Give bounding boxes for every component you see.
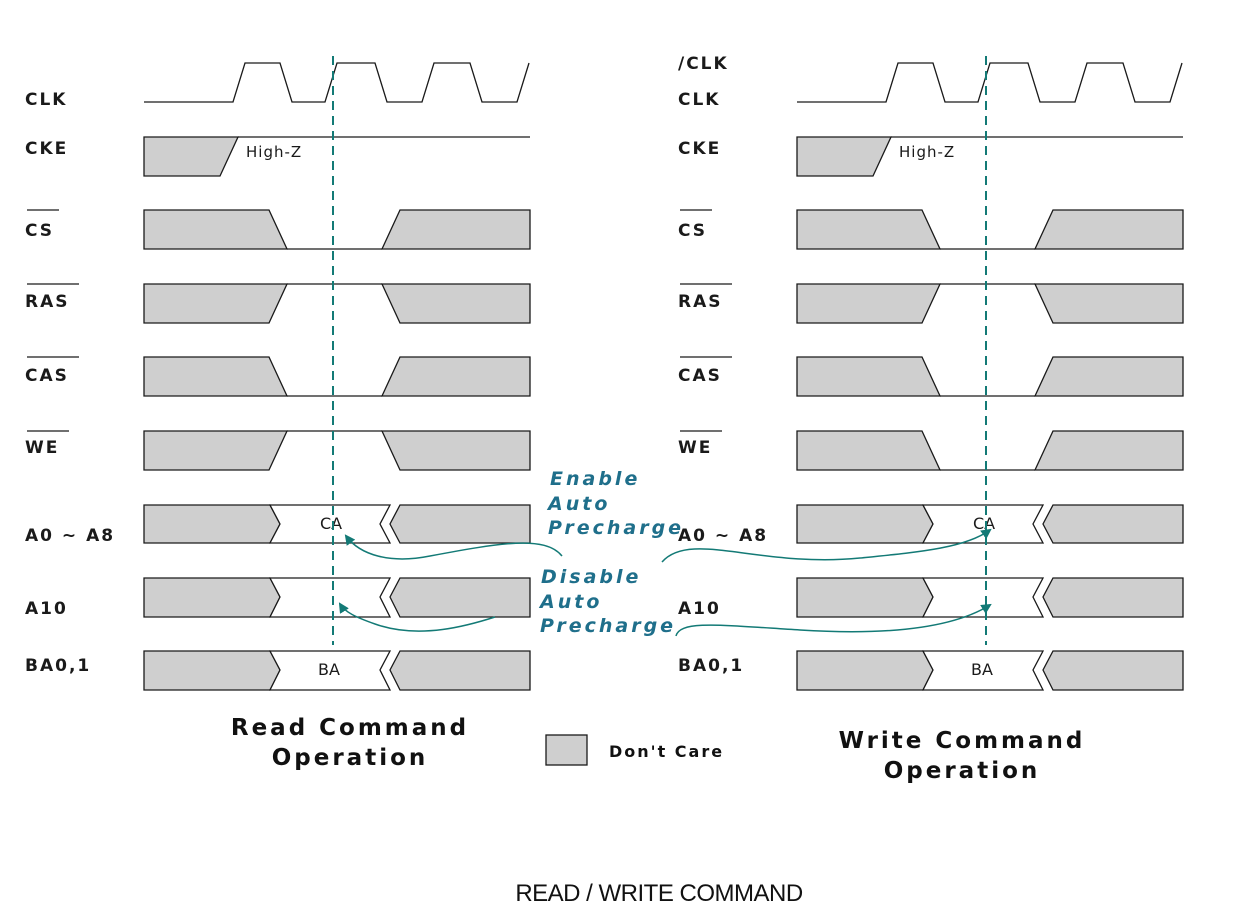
legend: Don't Care — [545, 734, 724, 766]
read-caption-line1: Read Command — [231, 715, 469, 741]
disable-note-line3: Precharge — [540, 615, 676, 637]
signal-label-cas: CAS — [678, 366, 722, 386]
disable-auto-precharge-note: Disable Auto Precharge — [538, 566, 676, 637]
cs-dont-care-left — [143, 209, 289, 250]
we-dont-care-right — [1033, 430, 1184, 471]
cs-dont-care-left — [796, 209, 942, 250]
ba-label-read: BA — [318, 660, 340, 679]
ba-dont-care-right — [1042, 650, 1184, 691]
ras-dont-care-right — [380, 283, 531, 324]
a10-value-cell — [268, 577, 392, 618]
a0-a8-ca-cell — [268, 504, 392, 544]
enable-note-line3: Precharge — [548, 517, 684, 539]
write-caption-line2: Operation — [884, 758, 1041, 784]
signal-label-we: WE — [678, 438, 712, 458]
signal-label-cke: CKE — [678, 139, 721, 159]
high-z-label: High-Z — [899, 143, 955, 161]
cke-dont-care — [143, 136, 240, 177]
signal-label-a0-a8: A0 ~ A8 — [25, 526, 115, 546]
enable-note-line1: Enable — [550, 468, 640, 490]
cas-dont-care-right — [1033, 356, 1184, 397]
ras-dont-care-right — [1033, 283, 1184, 324]
figure-title: READ / WRITE COMMAND — [515, 880, 802, 907]
high-z-label: High-Z — [246, 143, 302, 161]
ba-dont-care-right — [389, 650, 531, 691]
cas-dont-care-right — [380, 356, 531, 397]
disable-note-line1: Disable — [541, 566, 641, 588]
legend-dont-care-swatch — [545, 734, 588, 766]
signal-label-a0-a8: A0 ~ A8 — [678, 526, 768, 546]
a0-a8-dont-care-left — [796, 504, 934, 544]
write-caption-line1: Write Command — [839, 728, 1086, 754]
write-panel: /CLK CLK CKE CS RAS CAS WE A0 ~ A8 A10 B… — [678, 54, 1184, 784]
signal-label-ba: BA0,1 — [25, 656, 91, 676]
read-panel: CLK CKE CS RAS CAS WE A0 ~ A8 A10 BA0,1 … — [25, 56, 531, 771]
ba-label-write: BA — [971, 660, 993, 679]
signal-label-clk: CLK — [25, 90, 67, 110]
disable-arrow-to-read-a10 — [338, 602, 496, 632]
signal-label-cs: CS — [25, 221, 54, 241]
ba-dont-care-left — [143, 650, 281, 691]
ba-value-cell — [268, 650, 392, 691]
disable-arrow-to-write-a10 — [675, 603, 992, 637]
cas-dont-care-left — [796, 356, 942, 397]
cke-dont-care — [796, 136, 893, 177]
signal-label-cs: CS — [678, 221, 707, 241]
ba-dont-care-left — [796, 650, 934, 691]
signal-label-cas: CAS — [25, 366, 69, 386]
ras-dont-care-left — [796, 283, 942, 324]
signal-label-clk-bar: /CLK — [678, 54, 729, 74]
enable-note-line2: Auto — [546, 493, 610, 515]
signal-label-cke: CKE — [25, 139, 68, 159]
we-dont-care-left — [796, 430, 942, 471]
signal-label-clk: CLK — [678, 90, 720, 110]
a0-a8-dont-care-right — [389, 504, 531, 544]
a10-dont-care-right — [1042, 577, 1184, 618]
signal-label-we: WE — [25, 438, 59, 458]
ca-label-write: CA — [973, 514, 995, 533]
cs-dont-care-right — [380, 209, 531, 250]
clk-waveform — [144, 62, 530, 103]
ras-dont-care-left — [143, 283, 289, 324]
we-dont-care-left — [143, 430, 289, 471]
a10-dont-care-right — [389, 577, 531, 618]
cas-dont-care-left — [143, 356, 289, 397]
signal-label-ras: RAS — [678, 292, 723, 312]
read-caption-line2: Operation — [272, 745, 429, 771]
ca-label-read: CA — [320, 514, 342, 533]
signal-label-ras: RAS — [25, 292, 70, 312]
cs-dont-care-right — [1033, 209, 1184, 250]
enable-arrow-to-write-a0 — [661, 528, 992, 563]
legend-label: Don't Care — [609, 742, 724, 761]
we-dont-care-right — [380, 430, 531, 471]
clk-waveform — [797, 62, 1183, 103]
a10-dont-care-left — [796, 577, 934, 618]
signal-label-ba: BA0,1 — [678, 656, 744, 676]
a10-value-cell — [921, 577, 1045, 618]
signal-label-a10: A10 — [678, 599, 721, 619]
a0-a8-dont-care-left — [143, 504, 281, 544]
enable-auto-precharge-note: Enable Auto Precharge — [546, 468, 684, 539]
enable-arrow-to-read-a0 — [344, 534, 563, 560]
a0-a8-dont-care-right — [1042, 504, 1184, 544]
a10-dont-care-left — [143, 577, 281, 618]
disable-note-line2: Auto — [538, 591, 602, 613]
ba-value-cell — [921, 650, 1045, 691]
a0-a8-ca-cell — [921, 504, 1045, 544]
signal-label-a10: A10 — [25, 599, 68, 619]
